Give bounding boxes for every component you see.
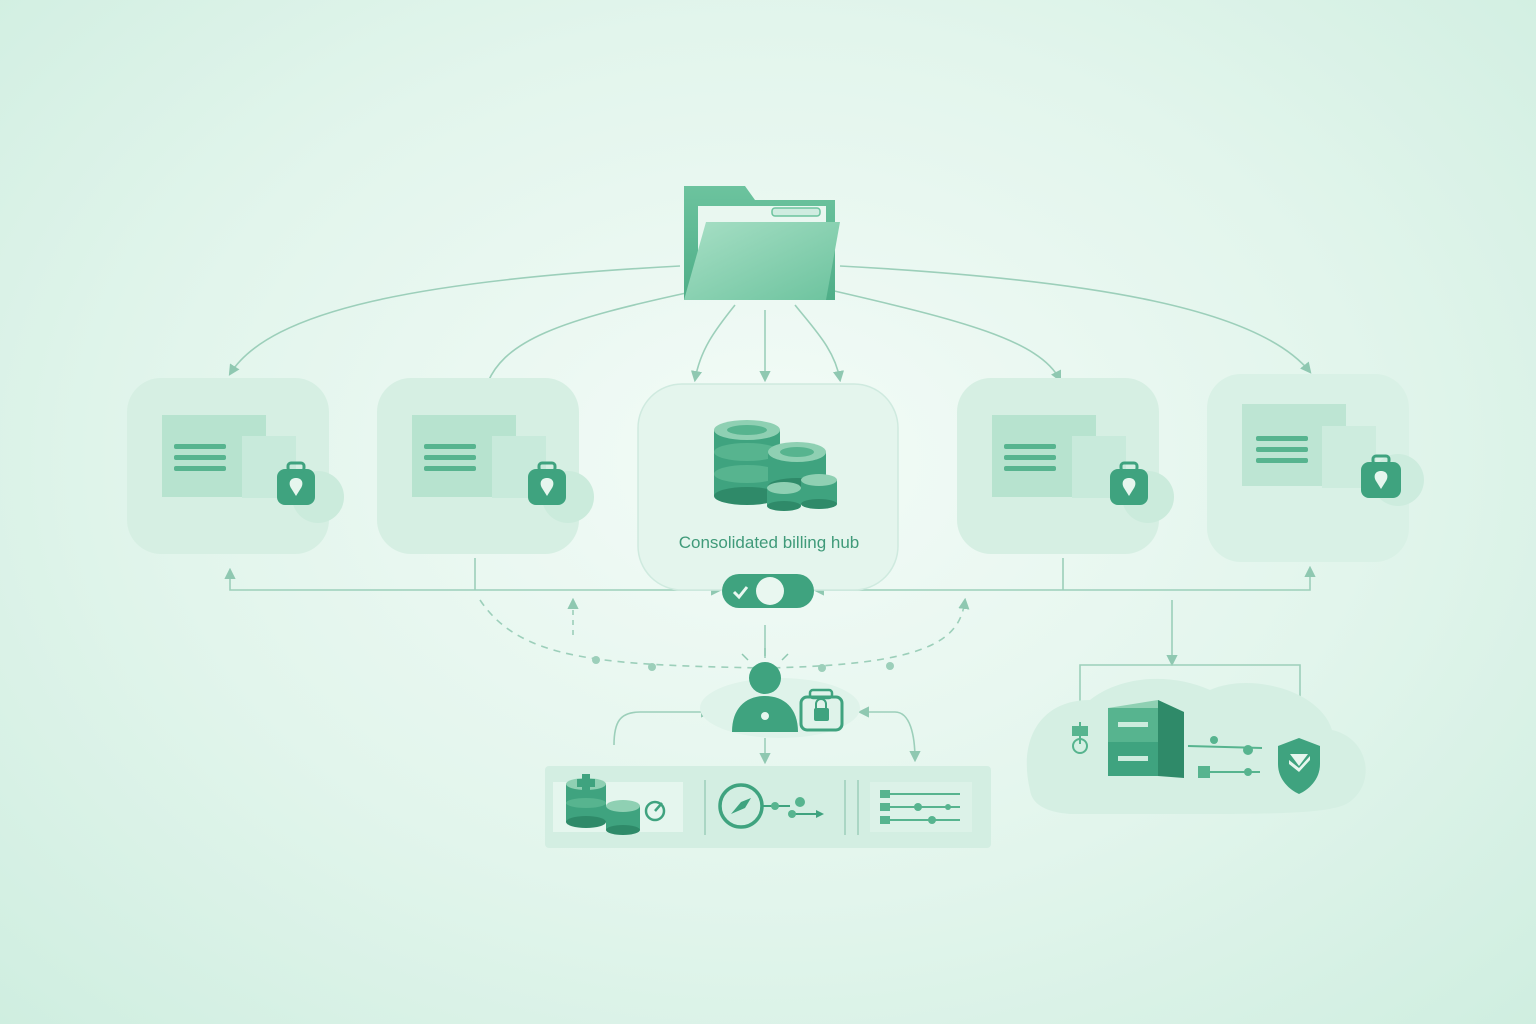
admin-user <box>700 648 860 738</box>
loop-nodes <box>592 656 894 672</box>
account-card-5 <box>1207 374 1424 562</box>
briefcase-icon <box>1361 454 1401 498</box>
toggle-switch-icon <box>722 574 814 608</box>
connector-folder-card2 <box>484 289 701 391</box>
connector-user-left <box>613 706 713 746</box>
connector-bus-right <box>812 565 1316 596</box>
connector-folder-card5 <box>839 265 1312 374</box>
connector-nodes <box>1072 722 1263 778</box>
server-icon <box>1108 700 1184 778</box>
storage-cluster <box>1026 678 1366 814</box>
loop-node <box>818 664 826 672</box>
connector-user-right <box>857 706 921 763</box>
connector-folder-card1 <box>228 265 681 376</box>
billing-hub <box>637 383 899 591</box>
connector-bus-left <box>224 567 723 596</box>
briefcase-icon <box>277 461 315 505</box>
loop-node <box>886 662 894 670</box>
loop-node <box>592 656 600 664</box>
pipeline-icon <box>880 790 960 824</box>
shield-icon <box>1278 738 1320 794</box>
briefcase-icon <box>1110 461 1148 505</box>
tools-panel <box>545 766 991 848</box>
connector-dashed-loop <box>479 597 970 669</box>
hub-label: Consolidated billing hub <box>678 533 860 552</box>
coin-stack-icon <box>714 420 837 511</box>
briefcase-icon <box>528 461 566 505</box>
gauge-icon <box>718 783 824 829</box>
folder-icon <box>684 186 840 300</box>
database-add-icon <box>566 774 666 835</box>
loop-node <box>648 663 656 671</box>
account-card-4 <box>957 378 1174 554</box>
connector-folder-hub-right <box>794 304 845 383</box>
connector-folder-card4 <box>829 289 1062 383</box>
connector-folder-hub-left <box>690 304 736 383</box>
account-card-2 <box>377 378 594 554</box>
account-card-1 <box>127 378 344 554</box>
lock-icon <box>799 688 844 732</box>
user-icon <box>732 662 798 732</box>
